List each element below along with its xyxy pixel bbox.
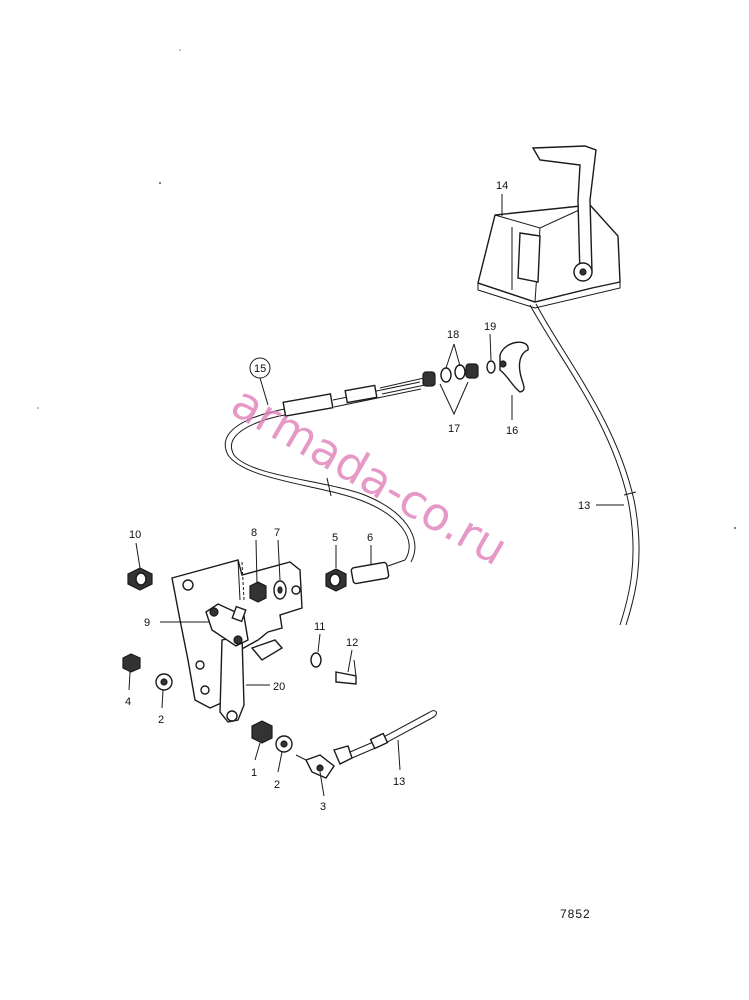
label-6: 6	[367, 532, 373, 544]
label-20: 20	[273, 681, 285, 693]
label-13-upper: 13	[578, 500, 590, 512]
leader-lines	[128, 194, 624, 797]
control-box	[477, 145, 621, 309]
watermark: armada-co.ru	[223, 375, 517, 576]
label-8: 8	[251, 527, 257, 539]
label-1: 1	[251, 767, 257, 779]
label-17: 17	[448, 423, 460, 435]
bracket-assembly	[171, 559, 303, 723]
scan-specks	[37, 49, 736, 529]
label-15: 15	[254, 363, 266, 375]
label-14: 14	[496, 180, 508, 192]
label-12: 12	[346, 637, 358, 649]
label-19: 19	[484, 321, 496, 333]
label-7: 7	[274, 527, 280, 539]
label-16: 16	[506, 425, 518, 437]
label-2-left: 2	[158, 714, 164, 726]
label-18: 18	[447, 329, 459, 341]
label-2-right: 2	[274, 779, 280, 791]
label-3: 3	[320, 801, 326, 813]
cable-13-long	[529, 303, 640, 626]
fasteners	[122, 559, 437, 779]
cable-15	[224, 377, 426, 563]
cable-end-fittings	[422, 341, 529, 393]
label-4: 4	[125, 696, 131, 708]
catalog-number: 7852	[560, 907, 591, 921]
label-10: 10	[129, 529, 141, 541]
label-13-lower: 13	[393, 776, 405, 788]
label-11: 11	[314, 621, 325, 633]
part-labels: 14 15 18 19 17 16 13 10 8 7 5 6 9 11 12 …	[125, 180, 590, 813]
label-9: 9	[144, 617, 150, 629]
label-5: 5	[332, 532, 338, 544]
